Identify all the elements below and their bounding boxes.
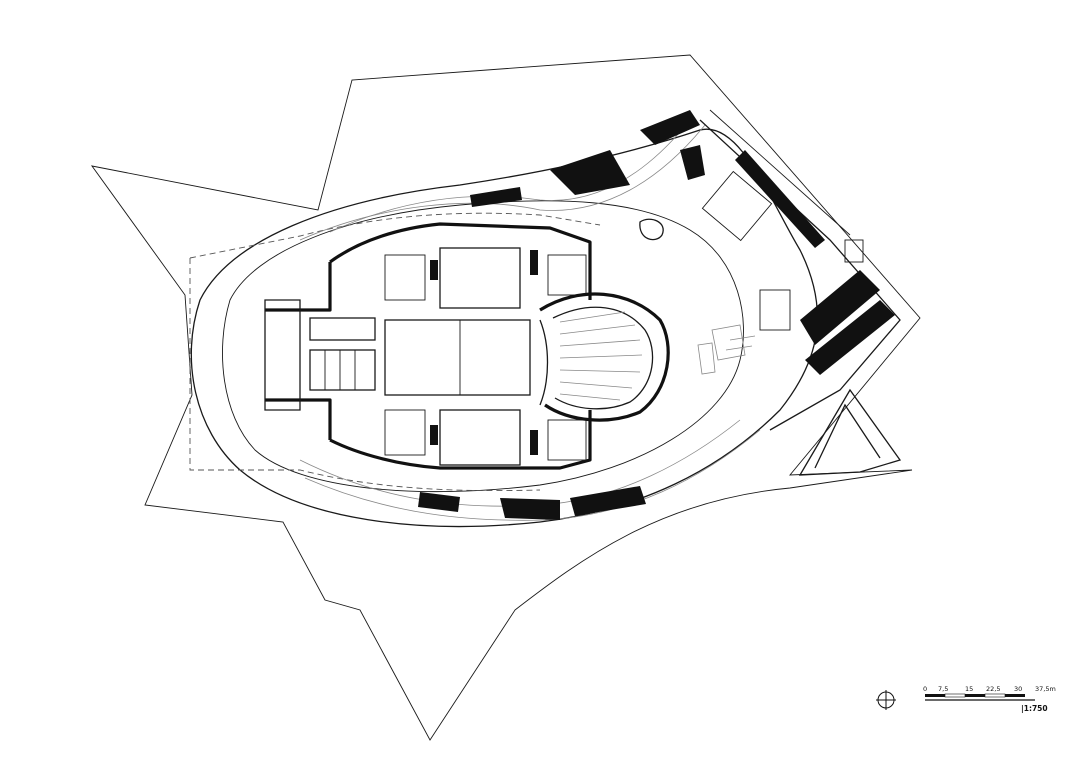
scale-tick-5: 37,5m	[1035, 685, 1056, 693]
east-service-block	[699, 109, 901, 431]
scale-ratio: |1:750	[1021, 704, 1048, 714]
scale-tick-2: 15	[965, 685, 973, 693]
scale-bar: 0 7,5 15 22,5 30 37,5m |1:750	[923, 685, 1056, 714]
north-stair-fan	[299, 110, 706, 241]
main-hall-walls	[264, 222, 592, 470]
site-boundary	[90, 54, 921, 741]
southeast-ramp	[798, 388, 902, 476]
forecourt-island	[639, 218, 664, 241]
scale-tick-0: 0	[923, 685, 927, 693]
scale-tick-1: 7,5	[938, 685, 948, 693]
foyer-seating	[697, 324, 756, 375]
auditorium	[539, 292, 670, 422]
scale-tick-3: 22,5	[986, 685, 1000, 693]
scale-tick-4: 30	[1014, 685, 1022, 693]
building-envelope	[222, 200, 744, 493]
south-stair-fan	[299, 419, 761, 521]
overhang-dashed	[189, 212, 601, 492]
north-arrow-icon	[876, 690, 896, 710]
